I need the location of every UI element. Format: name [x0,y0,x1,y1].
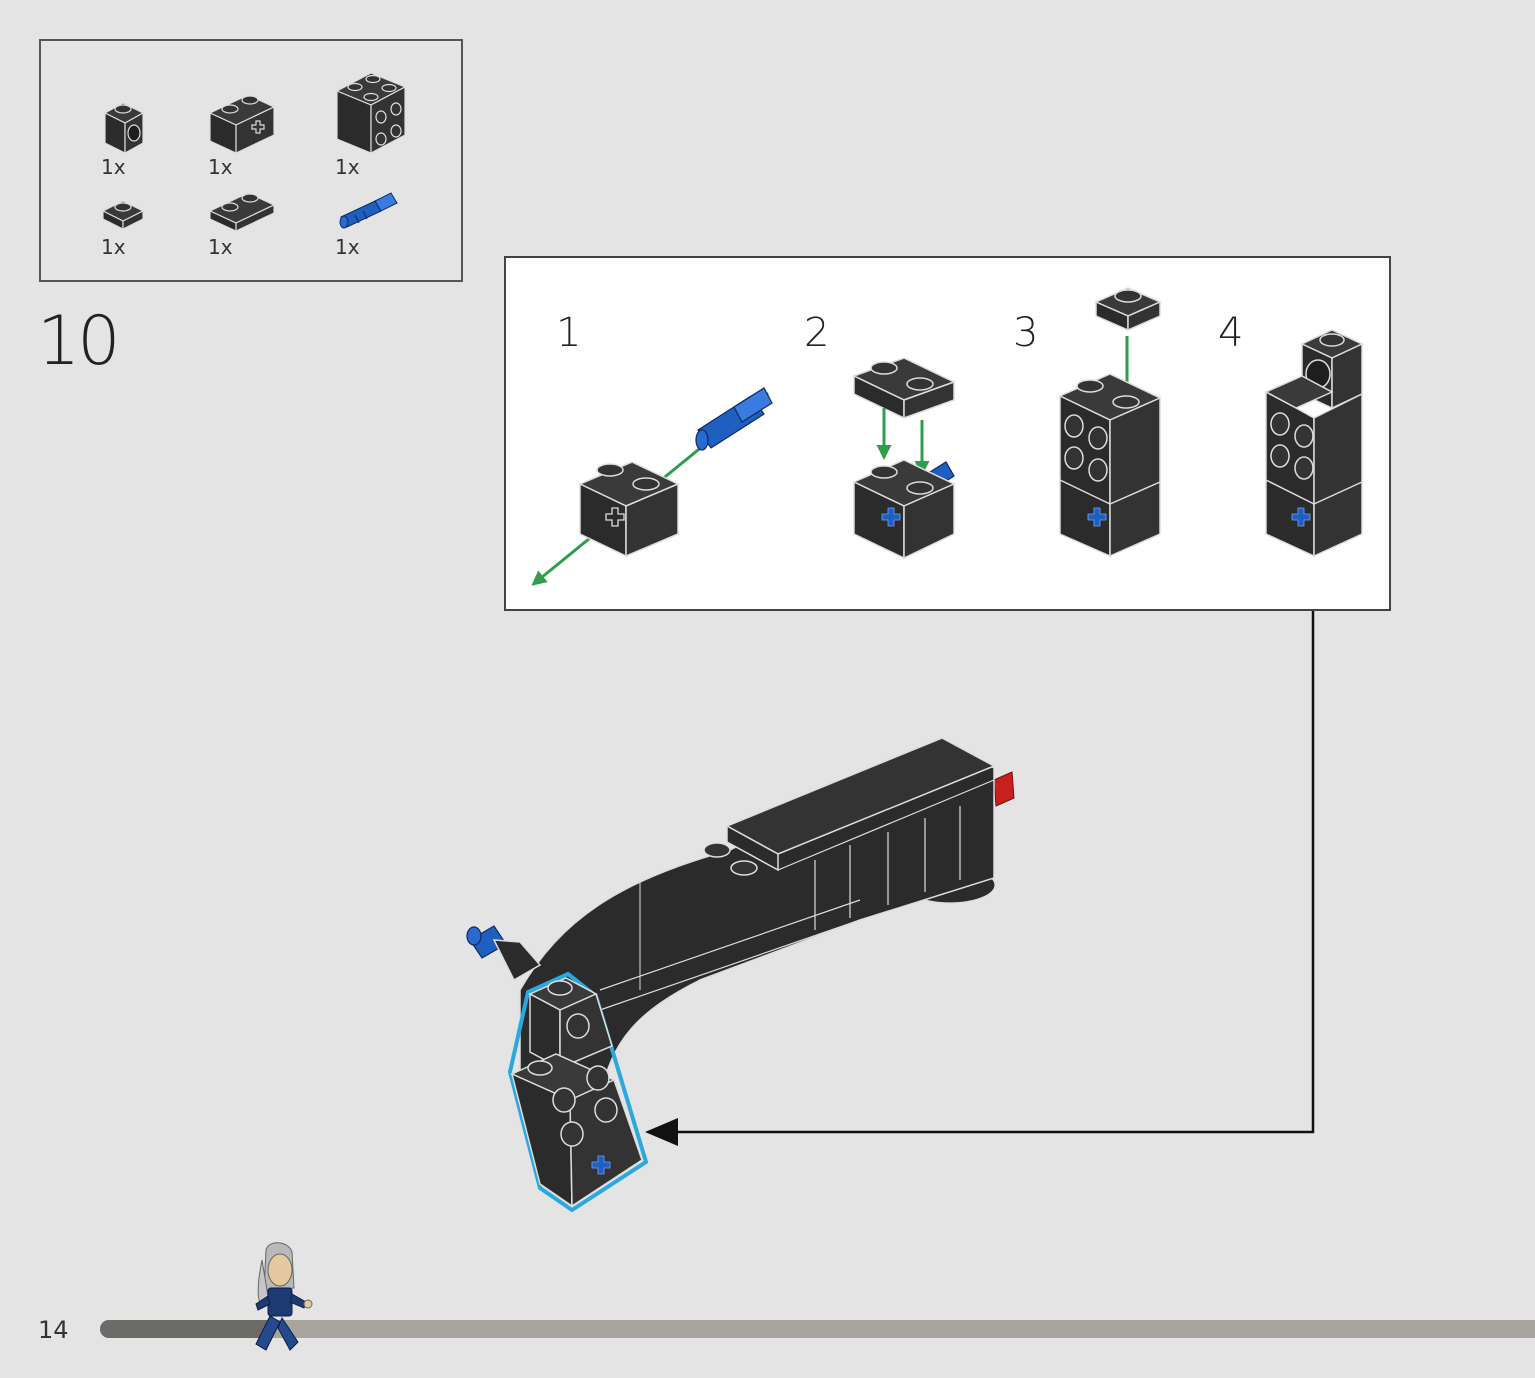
callout-arrow-icon [645,1118,678,1146]
part-quantity: 1x [101,155,126,179]
part-brick-2x2-side-studs: 1x [335,71,415,181]
progress-bar-fill [100,1320,274,1338]
part-axle-pin: 1x [335,191,415,261]
part-quantity: 1x [101,235,126,259]
plate-1x2-icon [208,192,276,232]
brick-1x1-technic-icon [103,102,145,155]
sub-assembly-drawing [531,287,1364,586]
parts-list-box: 1x 1x 1x [39,39,463,282]
substep-4-illustration [1264,329,1364,558]
page-number: 14 [38,1316,69,1344]
part-quantity: 1x [208,155,233,179]
substep-2-illustration [852,357,956,560]
plate-1x1-icon [1094,287,1162,332]
substep-label-4: 4 [1218,310,1244,356]
plate-1x2-icon [852,357,956,420]
highlighted-sub-assembly-icon [507,971,649,1213]
model-body-icon [466,737,1015,1121]
substep-label-3: 3 [1013,310,1039,356]
minifigure-icon [255,1242,313,1351]
part-quantity: 1x [335,155,360,179]
progress-bar [100,1320,1535,1338]
sub-assembly-box: 1 2 3 4 [504,256,1391,611]
brick-1x2-axle-icon [208,94,276,154]
substep-1-illustration [531,387,773,586]
axle-pin-icon [339,192,398,229]
completed-sub-assembly-icon [1264,329,1364,558]
part-plate-1x2: 1x [208,189,288,261]
part-brick-1x1-technic: 1x [101,99,161,179]
substep-3-illustration [1058,287,1162,558]
part-quantity: 1x [208,235,233,259]
brick-1x2-axle-icon [578,461,680,558]
substep-label-1: 1 [556,310,582,356]
brick-stack-icon [1058,373,1162,558]
step-number: 10 [37,302,121,381]
callout-connector-line [676,611,1315,1134]
brick-2x2-side-studs-icon [335,72,407,154]
plate-1x1-icon [101,200,145,230]
substep-label-2: 2 [804,310,830,356]
part-plate-1x1: 1x [101,197,161,261]
part-quantity: 1x [335,235,360,259]
part-brick-1x2-axle: 1x [208,91,288,181]
brick-1x2-axle-icon [852,459,956,560]
blue-pin-icon [695,387,773,451]
